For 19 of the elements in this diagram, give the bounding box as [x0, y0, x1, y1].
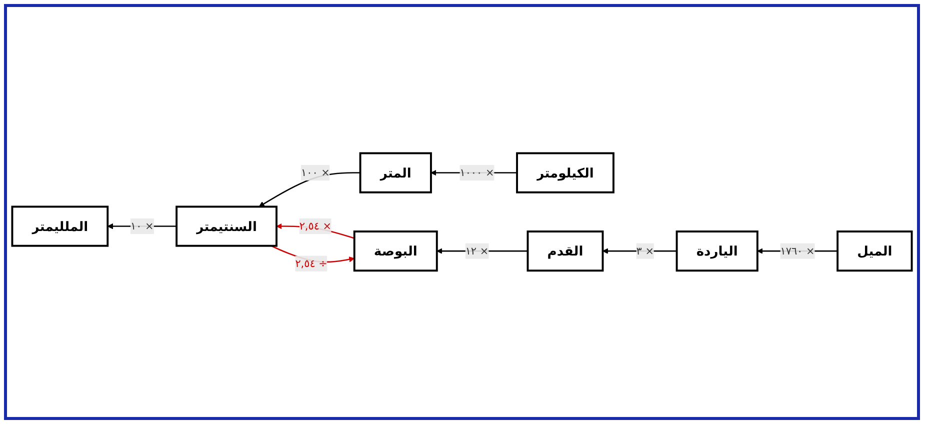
node-box: الميل [836, 230, 913, 272]
arrow [436, 248, 528, 254]
node-box: المتر [359, 152, 432, 194]
arrow [602, 248, 677, 254]
edge-label: ٣ × [636, 244, 654, 257]
arrow [107, 223, 177, 229]
edge-label: ١٠٠٠ × [460, 166, 494, 178]
edge-label: ١٠ × [130, 219, 154, 232]
node-box: الملليمتر [11, 205, 109, 246]
node-box: الكيلومتر [516, 152, 614, 194]
node-box: البوصة [353, 230, 438, 272]
edge-label: ١٠٠ × [300, 166, 330, 178]
edge-label: ١٢ × [465, 244, 489, 257]
node-box: القدم [526, 230, 604, 272]
node-box: السنتيمتر [176, 205, 278, 246]
edge-label: ١٧٦٠ × [780, 244, 815, 257]
edge-label: ٢,٥٤ ÷ [295, 256, 328, 270]
node-box: الياردة [676, 230, 758, 272]
edge-label: ٢,٥٤ × [299, 219, 332, 232]
